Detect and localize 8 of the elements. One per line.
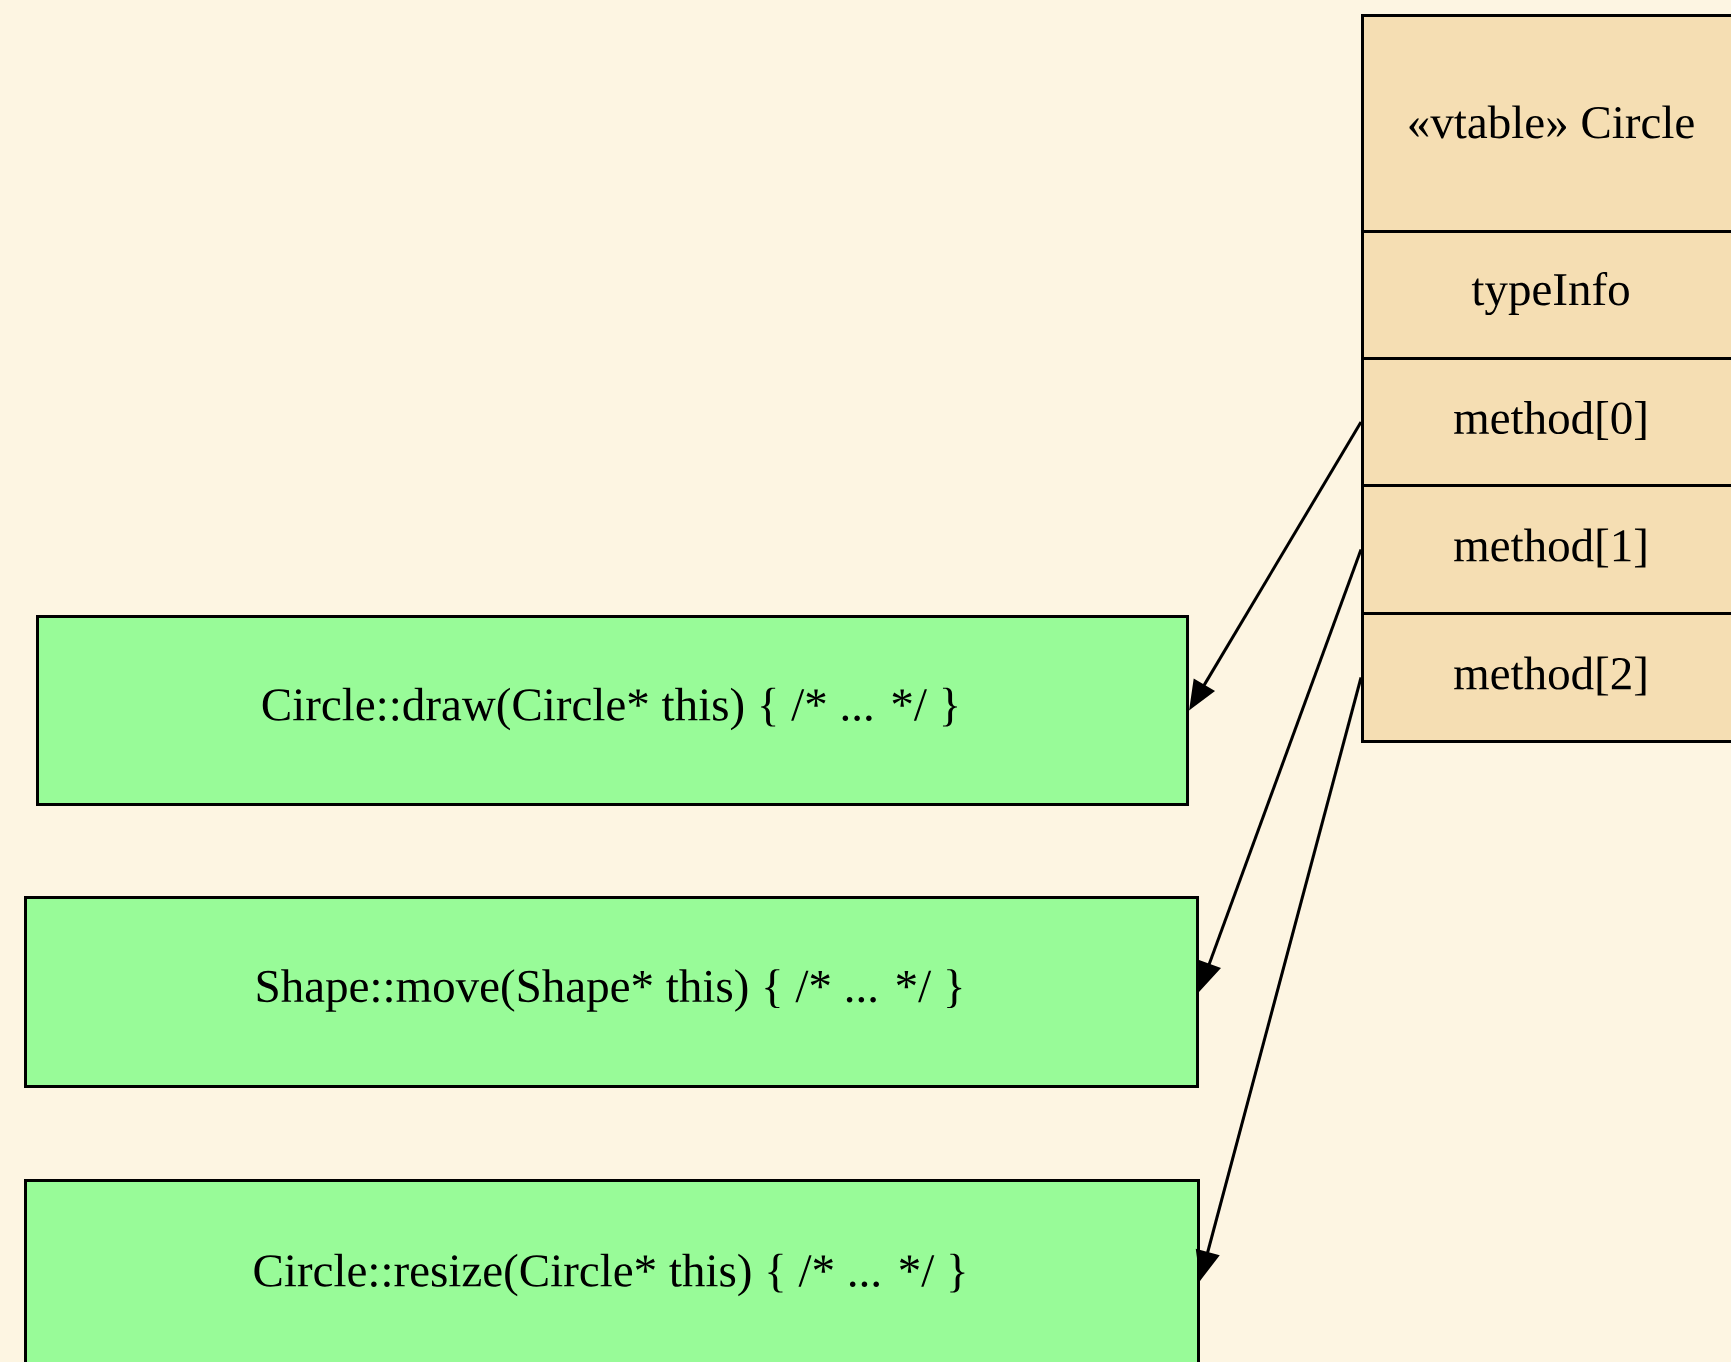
function-box: Circle::draw(Circle* this) { /* ... */ }: [36, 615, 1189, 806]
function-box: Circle::resize(Circle* this) { /* ... */ }: [24, 1179, 1200, 1362]
function-box: Shape::move(Shape* this) { /* ... */ }: [24, 896, 1199, 1088]
vtable-compartment: method[1]: [1361, 484, 1731, 615]
vtable-compartment: typeInfo: [1361, 230, 1731, 360]
vtable-compartment: method[0]: [1361, 357, 1731, 487]
vtable-compartment: «vtable» Circle: [1361, 14, 1731, 233]
vtable-compartment: method[2]: [1361, 612, 1731, 743]
